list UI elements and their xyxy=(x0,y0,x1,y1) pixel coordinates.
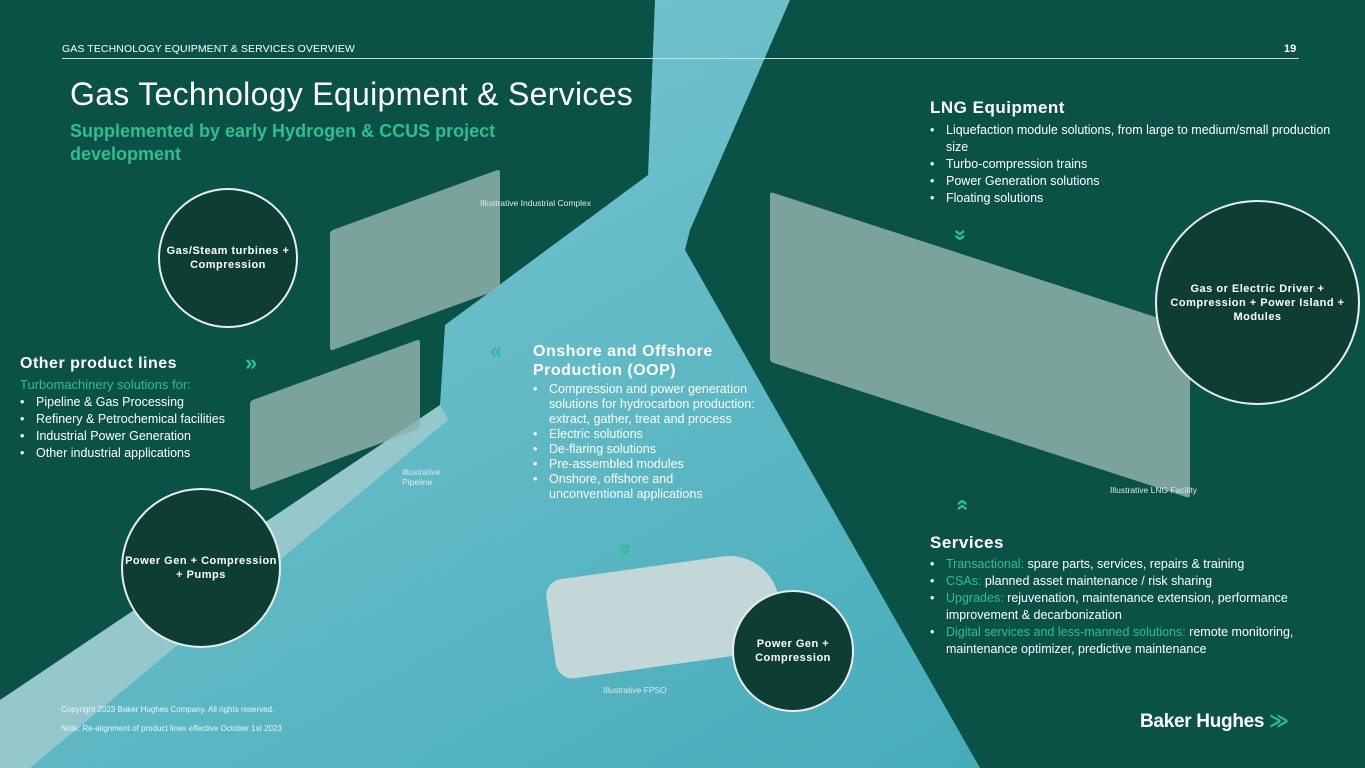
section-header: GAS TECHNOLOGY EQUIPMENT & SERVICES OVER… xyxy=(62,43,355,55)
other-item: Refinery & Petrochemical facilities xyxy=(20,411,260,428)
baker-hughes-logo: Baker Hughes ≫ xyxy=(1140,710,1289,733)
page-number: 19 xyxy=(1284,43,1297,55)
services-item-text: spare parts, services, repairs & trainin… xyxy=(1024,557,1245,571)
lng-item: Floating solutions xyxy=(930,190,1350,207)
services-item: CSAs: planned asset maintenance / risk s… xyxy=(930,573,1350,590)
lng-item: Turbo-compression trains xyxy=(930,156,1350,173)
header-divider xyxy=(62,58,1299,59)
services-item-label: Upgrades: xyxy=(946,591,1004,605)
chevron-down-icon: » xyxy=(614,542,640,556)
other-item: Other industrial applications xyxy=(20,445,260,462)
lng-driver-circle: Gas or Electric Driver + Compression + P… xyxy=(1155,200,1360,405)
chevron-down-icon: » xyxy=(949,228,975,242)
services-item-text: rejuvenation, maintenance extension, per… xyxy=(946,591,1288,622)
services-item-label: Digital services and less-manned solutio… xyxy=(946,625,1186,639)
other-item: Industrial Power Generation xyxy=(20,428,260,445)
oop-item: Electric solutions xyxy=(533,427,758,442)
services-item: Transactional: spare parts, services, re… xyxy=(930,556,1350,573)
oop-heading: Onshore and Offshore Production (OOP) xyxy=(533,343,713,379)
oop-item: Compression and power generation solutio… xyxy=(533,382,758,427)
chevron-right-icon: » xyxy=(245,350,258,375)
powergen-compression-circle: Power Gen + Compression xyxy=(732,590,854,712)
services-item-label: CSAs: xyxy=(946,574,982,588)
lng-section: LNG Equipment Liquefaction module soluti… xyxy=(930,98,1350,207)
page-subtitle: Supplemented by early Hydrogen & CCUS pr… xyxy=(70,121,496,164)
oop-item: Onshore, offshore and unconventional app… xyxy=(533,472,758,502)
other-product-lines: Other product lines Turbomachinery solut… xyxy=(20,355,260,462)
lng-item: Power Generation solutions xyxy=(930,173,1350,190)
pipeline-label: Illustrative Pipeline xyxy=(402,467,441,487)
fpso-label: Illustrative FPSO xyxy=(603,685,667,695)
services-item-text: remote monitoring, maintenance optimizer… xyxy=(946,625,1294,656)
page-title: Gas Technology Equipment & Services xyxy=(70,76,634,112)
powergen-pumps-label: Power Gen + Compression + Pumps xyxy=(125,555,277,581)
other-item: Pipeline & Gas Processing xyxy=(20,394,260,411)
other-heading: Other product lines xyxy=(20,355,178,372)
services-item-text: planned asset maintenance / risk sharing xyxy=(981,574,1213,588)
logo-chevron-icon: ≫ xyxy=(1269,711,1289,732)
other-intro: Turbomachinery solutions for: xyxy=(20,377,191,392)
lng-item: Liquefaction module solutions, from larg… xyxy=(930,122,1350,156)
lng-label: Illustrative LNG Facility xyxy=(1110,485,1197,495)
services-heading: Services xyxy=(930,533,1004,552)
services-item: Digital services and less-manned solutio… xyxy=(930,624,1350,658)
oop-section: Onshore and Offshore Production (OOP) Co… xyxy=(533,342,758,502)
services-item: Upgrades: rejuvenation, maintenance exte… xyxy=(930,590,1350,624)
copyright: Copyright 2023 Baker Hughes Company. All… xyxy=(61,705,275,714)
powergen-compression-label: Power Gen + Compression xyxy=(755,638,831,664)
lng-heading: LNG Equipment xyxy=(930,98,1065,117)
footnote: Note: Re-alignment of product lines effe… xyxy=(61,724,282,733)
lng-driver-label: Gas or Electric Driver + Compression + P… xyxy=(1170,282,1345,323)
powergen-pumps-circle: Power Gen + Compression + Pumps xyxy=(121,488,281,648)
logo-text: Baker Hughes xyxy=(1140,711,1265,732)
chevron-left-icon: « xyxy=(490,338,503,363)
services-section: Services Transactional: spare parts, ser… xyxy=(930,533,1350,658)
oop-item: De-flaring solutions xyxy=(533,442,758,457)
chevron-up-icon: » xyxy=(948,498,974,512)
industrial-label: Illustrative Industrial Complex xyxy=(480,198,592,208)
turbines-circle: Gas/Steam turbines + Compression xyxy=(158,188,298,328)
turbines-label: Gas/Steam turbines + Compression xyxy=(166,245,290,271)
oop-item: Pre-assembled modules xyxy=(533,457,758,472)
services-item-label: Transactional: xyxy=(946,557,1025,571)
